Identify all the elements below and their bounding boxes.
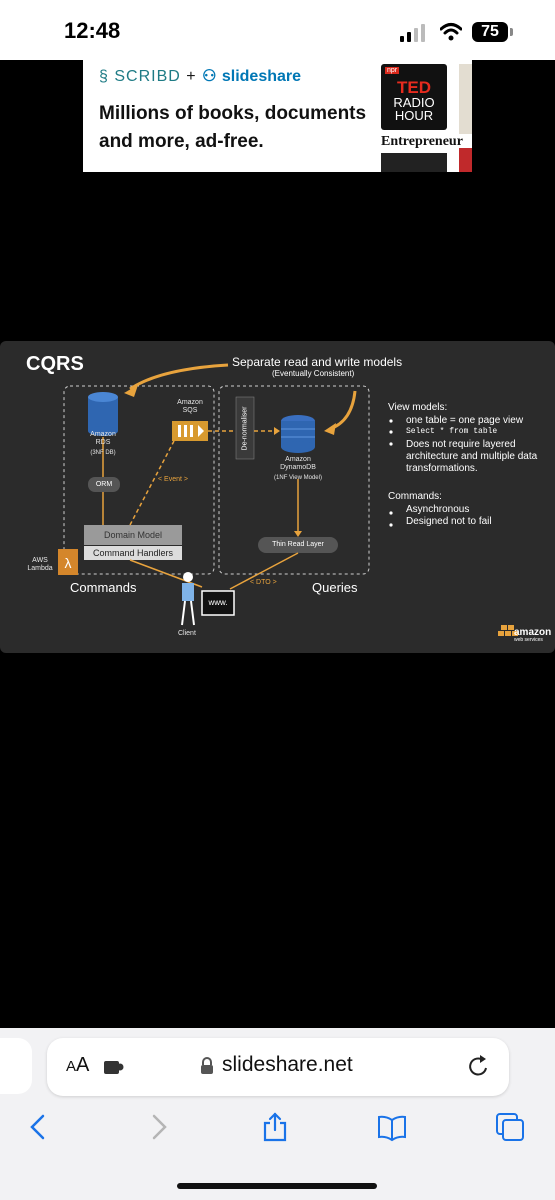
dynamodb-note: (1NF View Model) (262, 474, 334, 482)
slide-title: CQRS (26, 353, 84, 376)
orm-label: ORM (88, 481, 120, 489)
book-cover-edge-red (459, 148, 472, 172)
commands-item-1: Asynchronous (406, 504, 469, 515)
view-models-item-1: one table = one page view (406, 415, 523, 426)
rds-label: Amazon RDS (82, 431, 124, 447)
rds-database-icon (88, 392, 118, 436)
entrepreneur-magazine-title: Entrepreneur (381, 134, 463, 150)
dynamodb-label: Amazon DynamoDB (272, 456, 324, 472)
magazine-cover-image (381, 153, 447, 172)
view-models-item-2: Select * from table (406, 427, 497, 436)
page-settings-button[interactable]: AA (66, 1054, 89, 1077)
view-models-item-3: Does not require layered architecture an… (406, 439, 554, 475)
arrow-head-read (294, 531, 302, 537)
rds-note: (3NF DB) (82, 449, 124, 457)
ad-brand: § SCRIBD + ⚇ slideshare (99, 66, 301, 86)
ad-brand-scribd: SCRIBD (114, 68, 180, 85)
client-label: Client (178, 630, 196, 637)
reload-icon[interactable] (468, 1054, 490, 1078)
bullet-points (389, 419, 392, 526)
ad-banner[interactable]: § SCRIBD + ⚇ slideshare Millions of book… (83, 60, 472, 172)
queries-label: Queries (312, 580, 358, 595)
back-arrow-icon[interactable] (24, 1112, 54, 1142)
view-models-heading: View models: (388, 402, 447, 413)
forward-arrow-icon[interactable] (143, 1112, 173, 1142)
slide-subtitle-note: (Eventually Consistent) (272, 369, 354, 378)
architecture-diagram: λ (0, 341, 555, 653)
www-label: www. (202, 598, 234, 607)
dynamodb-icon (281, 415, 315, 453)
sqs-queue-icon (172, 421, 208, 441)
dto-label: < DTO > (250, 579, 277, 586)
subtitle-arrow-left (130, 365, 228, 389)
denormaliser-label: De-normaliser (242, 394, 249, 464)
svg-text:λ: λ (65, 555, 72, 571)
slide-subtitle: Separate read and write models (232, 355, 402, 369)
bookmarks-book-icon[interactable] (377, 1112, 407, 1142)
lambda-icon: λ (58, 549, 78, 575)
event-line (130, 441, 174, 525)
aws-lambda-label: AWS Lambda (26, 557, 54, 573)
command-handlers-label: Command Handlers (84, 548, 182, 558)
arrow-head-right (324, 423, 336, 435)
aa-small-letter: A (66, 1058, 76, 1075)
arrow-head-dynamodb (274, 427, 280, 435)
npr-logo: npr (385, 67, 399, 74)
ad-brand-plus: + (186, 68, 196, 85)
commands-heading: Commands: (388, 491, 442, 502)
thin-read-layer-label: Thin Read Layer (258, 541, 338, 548)
commands-item-2: Designed not to fail (406, 516, 492, 527)
previous-tab-preview[interactable] (0, 1038, 32, 1094)
battery-level: 75 (472, 22, 508, 42)
battery-tip (510, 28, 513, 36)
wifi-icon (440, 22, 462, 42)
slideshare-icon: ⚇ (202, 68, 216, 85)
domain-model-label: Domain Model (84, 530, 182, 540)
tabs-overview-icon[interactable] (495, 1112, 525, 1142)
extension-puzzle-icon[interactable] (103, 1058, 125, 1076)
aa-large-letter: A (76, 1054, 89, 1076)
clock: 12:48 (64, 18, 120, 44)
ad-headline: Millions of books, documents and more, a… (99, 100, 379, 156)
share-icon[interactable] (260, 1112, 290, 1142)
home-indicator (177, 1183, 377, 1189)
status-bar: 12:48 75 (0, 0, 555, 60)
event-label: < Event > (158, 476, 188, 483)
ted-radio-hour-cover: npr TED RADIO HOUR (381, 64, 447, 130)
cellular-signal-icon (400, 24, 426, 42)
commands-label: Commands (70, 580, 136, 595)
lock-icon (200, 1057, 214, 1075)
ad-brand-slideshare: slideshare (222, 68, 301, 85)
subtitle-arrow-right (330, 391, 355, 429)
radio-hour-label: RADIO HOUR (381, 96, 447, 122)
cqrs-slide[interactable]: λ (0, 341, 555, 653)
sqs-label: Amazon SQS (170, 399, 210, 415)
aws-logo-sub: web services (514, 637, 543, 643)
book-cover-edge (459, 64, 472, 134)
scribd-icon: § (99, 68, 109, 85)
url-text[interactable]: slideshare.net (222, 1053, 353, 1077)
